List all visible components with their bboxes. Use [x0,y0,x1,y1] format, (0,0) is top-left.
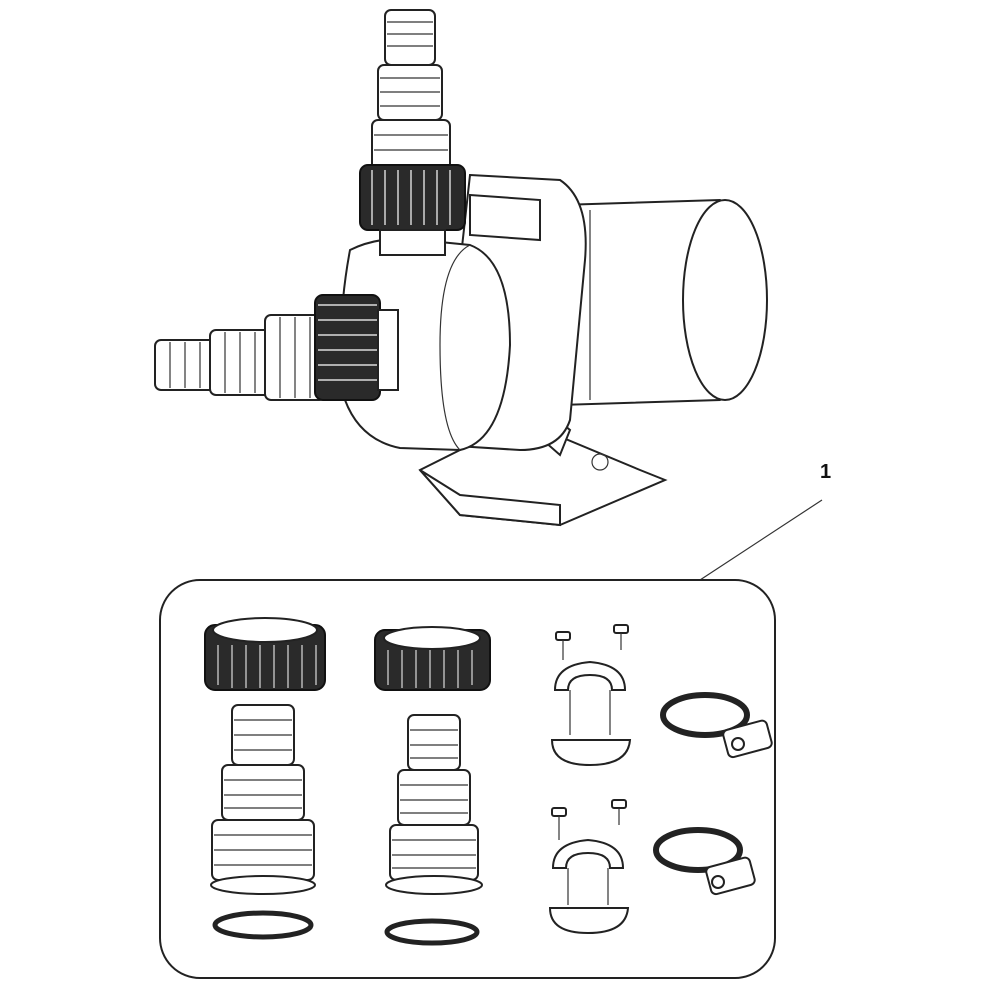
side-outlet [154,294,399,401]
part-number-label: 1 [820,461,831,483]
o-ring [212,910,314,940]
union-nut-small [374,626,491,691]
pump-assembly [154,9,768,527]
screw-icon [613,624,629,634]
screw-icon [551,807,567,817]
screw-icon [555,631,571,641]
parts-kit [159,579,776,979]
motor-housing [559,198,768,407]
hose-adapter-small [384,714,483,946]
hose-clamp-upper [660,692,773,759]
hose-adapter-large [210,704,316,940]
vertical-outlet [359,9,466,256]
union-nut-large [204,617,326,691]
hose-clamp-lower [653,827,756,896]
leader-line [699,499,823,581]
clip-set-upper [550,624,632,767]
parts-kit-frame [159,579,776,979]
screw-icon [611,799,627,809]
o-ring [384,918,480,946]
clip-set-lower [548,799,630,935]
